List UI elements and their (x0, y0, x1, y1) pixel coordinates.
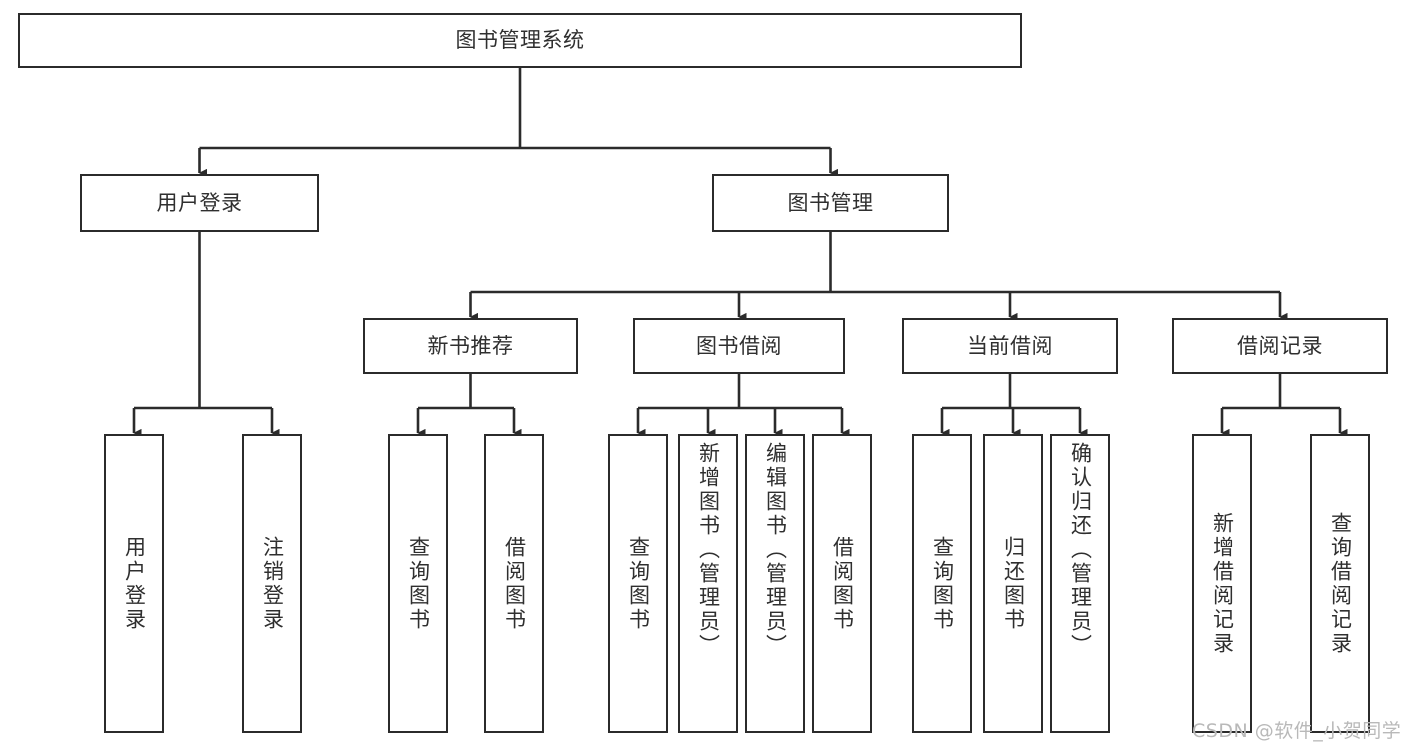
node-label-leaf-add-book: 新增图书（管理员） (696, 442, 721, 658)
node-leaf-query-book-2[interactable]: 查询图书 (608, 434, 668, 733)
node-label-leaf-query-record: 查询借阅记录 (1328, 511, 1353, 656)
node-label-leaf-query-book-3: 查询图书 (930, 535, 955, 632)
node-leaf-query-record[interactable]: 查询借阅记录 (1310, 434, 1370, 733)
node-label-book-manage: 图书管理 (787, 190, 874, 215)
node-label-leaf-user-logout: 注销登录 (260, 535, 285, 632)
node-leaf-user-login[interactable]: 用户登录 (104, 434, 164, 733)
node-user-login[interactable]: 用户登录 (80, 174, 319, 232)
node-leaf-query-book-3[interactable]: 查询图书 (912, 434, 972, 733)
node-book-manage[interactable]: 图书管理 (712, 174, 949, 232)
node-label-current-borrow: 当前借阅 (967, 333, 1053, 358)
node-root[interactable]: 图书管理系统 (18, 13, 1022, 68)
node-label-leaf-user-login: 用户登录 (122, 535, 147, 632)
node-leaf-edit-book[interactable]: 编辑图书（管理员） (745, 434, 805, 733)
node-label-leaf-query-book-2: 查询图书 (626, 535, 651, 632)
node-label-leaf-return-book: 归还图书 (1001, 535, 1026, 632)
node-label-new-book-rec: 新书推荐 (427, 333, 514, 358)
node-new-book-rec[interactable]: 新书推荐 (363, 318, 578, 374)
node-label-borrow-record: 借阅记录 (1237, 333, 1323, 358)
node-leaf-user-logout[interactable]: 注销登录 (242, 434, 302, 733)
csdn-watermark: CSDN @软件_小贺同学 (1192, 720, 1402, 742)
node-leaf-confirm-return[interactable]: 确认归还（管理员） (1050, 434, 1110, 733)
node-label-leaf-borrow-book-1: 借阅图书 (502, 535, 527, 632)
node-label-leaf-edit-book: 编辑图书（管理员） (763, 442, 788, 658)
node-current-borrow[interactable]: 当前借阅 (902, 318, 1118, 374)
node-label-leaf-query-book-1: 查询图书 (406, 535, 431, 632)
node-book-borrow[interactable]: 图书借阅 (633, 318, 845, 374)
node-borrow-record[interactable]: 借阅记录 (1172, 318, 1388, 374)
node-label-leaf-confirm-return: 确认归还（管理员） (1068, 442, 1093, 658)
node-leaf-add-record[interactable]: 新增借阅记录 (1192, 434, 1252, 733)
node-leaf-borrow-book-1[interactable]: 借阅图书 (484, 434, 544, 733)
node-label-leaf-add-record: 新增借阅记录 (1210, 511, 1235, 656)
node-leaf-query-book-1[interactable]: 查询图书 (388, 434, 448, 733)
node-label-user-login: 用户登录 (156, 190, 243, 215)
node-leaf-borrow-book-2[interactable]: 借阅图书 (812, 434, 872, 733)
node-leaf-return-book[interactable]: 归还图书 (983, 434, 1043, 733)
node-label-book-borrow: 图书借阅 (696, 333, 782, 358)
node-label-root: 图书管理系统 (455, 28, 585, 53)
node-leaf-add-book[interactable]: 新增图书（管理员） (678, 434, 738, 733)
node-label-leaf-borrow-book-2: 借阅图书 (830, 535, 855, 632)
